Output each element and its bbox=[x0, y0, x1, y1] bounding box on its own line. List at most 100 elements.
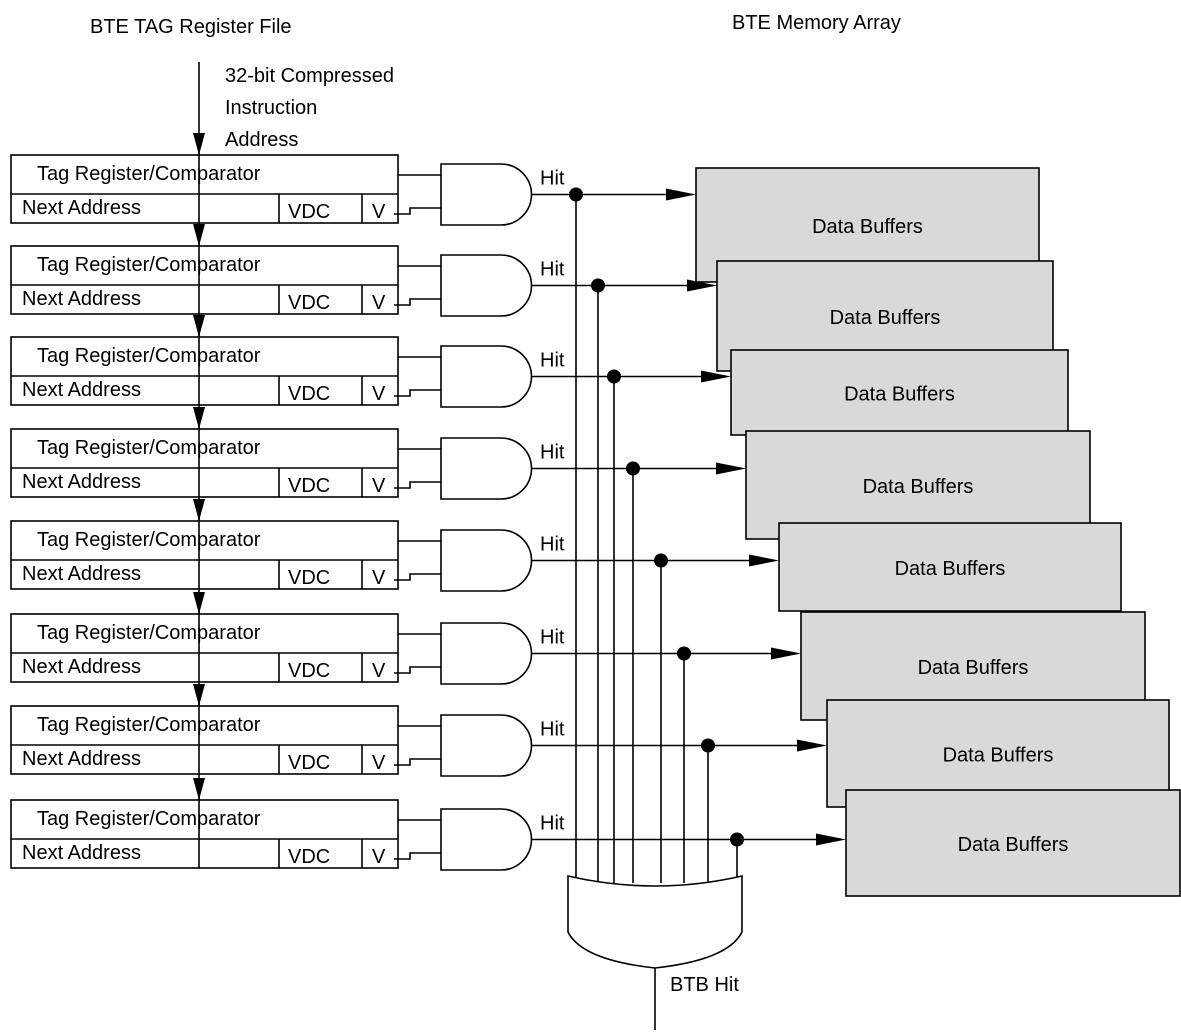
data-buffer-box bbox=[778, 522, 1122, 612]
hit-label: Hit bbox=[540, 442, 565, 464]
data-buffer-box bbox=[845, 789, 1181, 897]
register-box bbox=[10, 428, 399, 498]
data-buffer-label: Data Buffers bbox=[863, 476, 974, 498]
valid-bit-label: V bbox=[372, 475, 386, 497]
valid-wire bbox=[394, 852, 441, 860]
data-buffer-3: Data Buffers bbox=[730, 349, 1069, 436]
hit-arrow bbox=[687, 279, 717, 292]
data-buffer-label: Data Buffers bbox=[844, 384, 955, 406]
input-arrow bbox=[193, 407, 205, 429]
valid-wire bbox=[394, 666, 441, 674]
hit-arrow bbox=[666, 188, 696, 201]
register-box bbox=[10, 705, 399, 775]
data-buffer-box bbox=[826, 699, 1170, 808]
input-arrow bbox=[193, 684, 205, 706]
hit-label: Hit bbox=[540, 168, 565, 190]
input-label-line1: 32-bit Compressed bbox=[225, 65, 394, 87]
vdc-label: VDC bbox=[288, 475, 330, 497]
hit-label: Hit bbox=[540, 627, 565, 649]
register-box bbox=[10, 613, 399, 683]
valid-bit-label: V bbox=[372, 660, 386, 682]
next-address-label: Next Address bbox=[22, 842, 141, 864]
hit-junction-dot-3 bbox=[607, 369, 621, 384]
vdc-label: VDC bbox=[288, 660, 330, 682]
tag-comparator-label: Tag Register/Comparator bbox=[37, 714, 261, 736]
valid-wire bbox=[394, 207, 441, 215]
valid-wire bbox=[394, 389, 441, 397]
or-gate bbox=[567, 874, 743, 969]
vdc-label: VDC bbox=[288, 752, 330, 774]
data-buffer-label: Data Buffers bbox=[943, 745, 1054, 767]
and-gate bbox=[440, 345, 533, 408]
hit-junction-dot-4 bbox=[626, 461, 640, 476]
hit-bus bbox=[569, 187, 744, 883]
input-label-line2: Instruction bbox=[225, 97, 317, 119]
hit-junction-dot-8 bbox=[730, 832, 744, 847]
vdc-label: VDC bbox=[288, 292, 330, 314]
input-arrow bbox=[193, 133, 205, 155]
input-arrow bbox=[193, 778, 205, 800]
btb-hit-label: BTB Hit bbox=[670, 974, 739, 996]
hit-arrow bbox=[797, 739, 827, 752]
tag-comparator-label: Tag Register/Comparator bbox=[37, 808, 261, 830]
and-gate bbox=[440, 254, 533, 317]
data-buffer-8: Data Buffers bbox=[845, 789, 1181, 897]
valid-bit-label: V bbox=[372, 846, 386, 868]
and-gate bbox=[440, 808, 533, 871]
valid-bit-label: V bbox=[372, 292, 386, 314]
next-address-label: Next Address bbox=[22, 748, 141, 770]
hit-junction-dot-6 bbox=[677, 646, 691, 661]
memory-array-title: BTE Memory Array bbox=[732, 12, 901, 34]
hit-arrow bbox=[749, 554, 779, 567]
data-buffer-4: Data Buffers bbox=[745, 430, 1091, 540]
register-box bbox=[10, 154, 399, 224]
input-arrow bbox=[193, 499, 205, 521]
and-gate bbox=[440, 714, 533, 777]
valid-bit-label: V bbox=[372, 752, 386, 774]
next-address-label: Next Address bbox=[22, 288, 141, 310]
valid-wire bbox=[394, 573, 441, 581]
hit-junction-dot-5 bbox=[654, 553, 668, 568]
valid-bit-label: V bbox=[372, 567, 386, 589]
valid-wire bbox=[394, 481, 441, 489]
hit-junction-dot-7 bbox=[701, 738, 715, 753]
input-arrow bbox=[193, 315, 205, 337]
hit-arrow bbox=[816, 833, 846, 846]
hit-junction-dot-2 bbox=[591, 278, 605, 293]
and-gate bbox=[440, 529, 533, 592]
hit-label: Hit bbox=[540, 534, 565, 556]
tag-comparator-label: Tag Register/Comparator bbox=[37, 622, 261, 644]
hit-arrow bbox=[771, 647, 801, 660]
tag-comparator-label: Tag Register/Comparator bbox=[37, 163, 261, 185]
tag-comparator-label: Tag Register/Comparator bbox=[37, 345, 261, 367]
tag-comparator-label: Tag Register/Comparator bbox=[37, 437, 261, 459]
tag-comparator-label: Tag Register/Comparator bbox=[37, 529, 261, 551]
hit-arrow bbox=[701, 370, 731, 383]
register-file-title: BTE TAG Register File bbox=[90, 16, 292, 38]
hit-arrow bbox=[716, 462, 746, 475]
valid-bit-label: V bbox=[372, 201, 386, 223]
hit-label: Hit bbox=[540, 259, 565, 281]
hit-label: Hit bbox=[540, 813, 565, 835]
register-box bbox=[10, 245, 399, 315]
data-buffer-label: Data Buffers bbox=[830, 307, 941, 329]
input-arrow bbox=[193, 592, 205, 614]
vdc-label: VDC bbox=[288, 383, 330, 405]
next-address-label: Next Address bbox=[22, 656, 141, 678]
data-buffer-label: Data Buffers bbox=[918, 657, 1029, 679]
vdc-label: VDC bbox=[288, 846, 330, 868]
and-gate bbox=[440, 163, 533, 226]
register-box bbox=[10, 799, 399, 869]
next-address-label: Next Address bbox=[22, 197, 141, 219]
vdc-label: VDC bbox=[288, 567, 330, 589]
